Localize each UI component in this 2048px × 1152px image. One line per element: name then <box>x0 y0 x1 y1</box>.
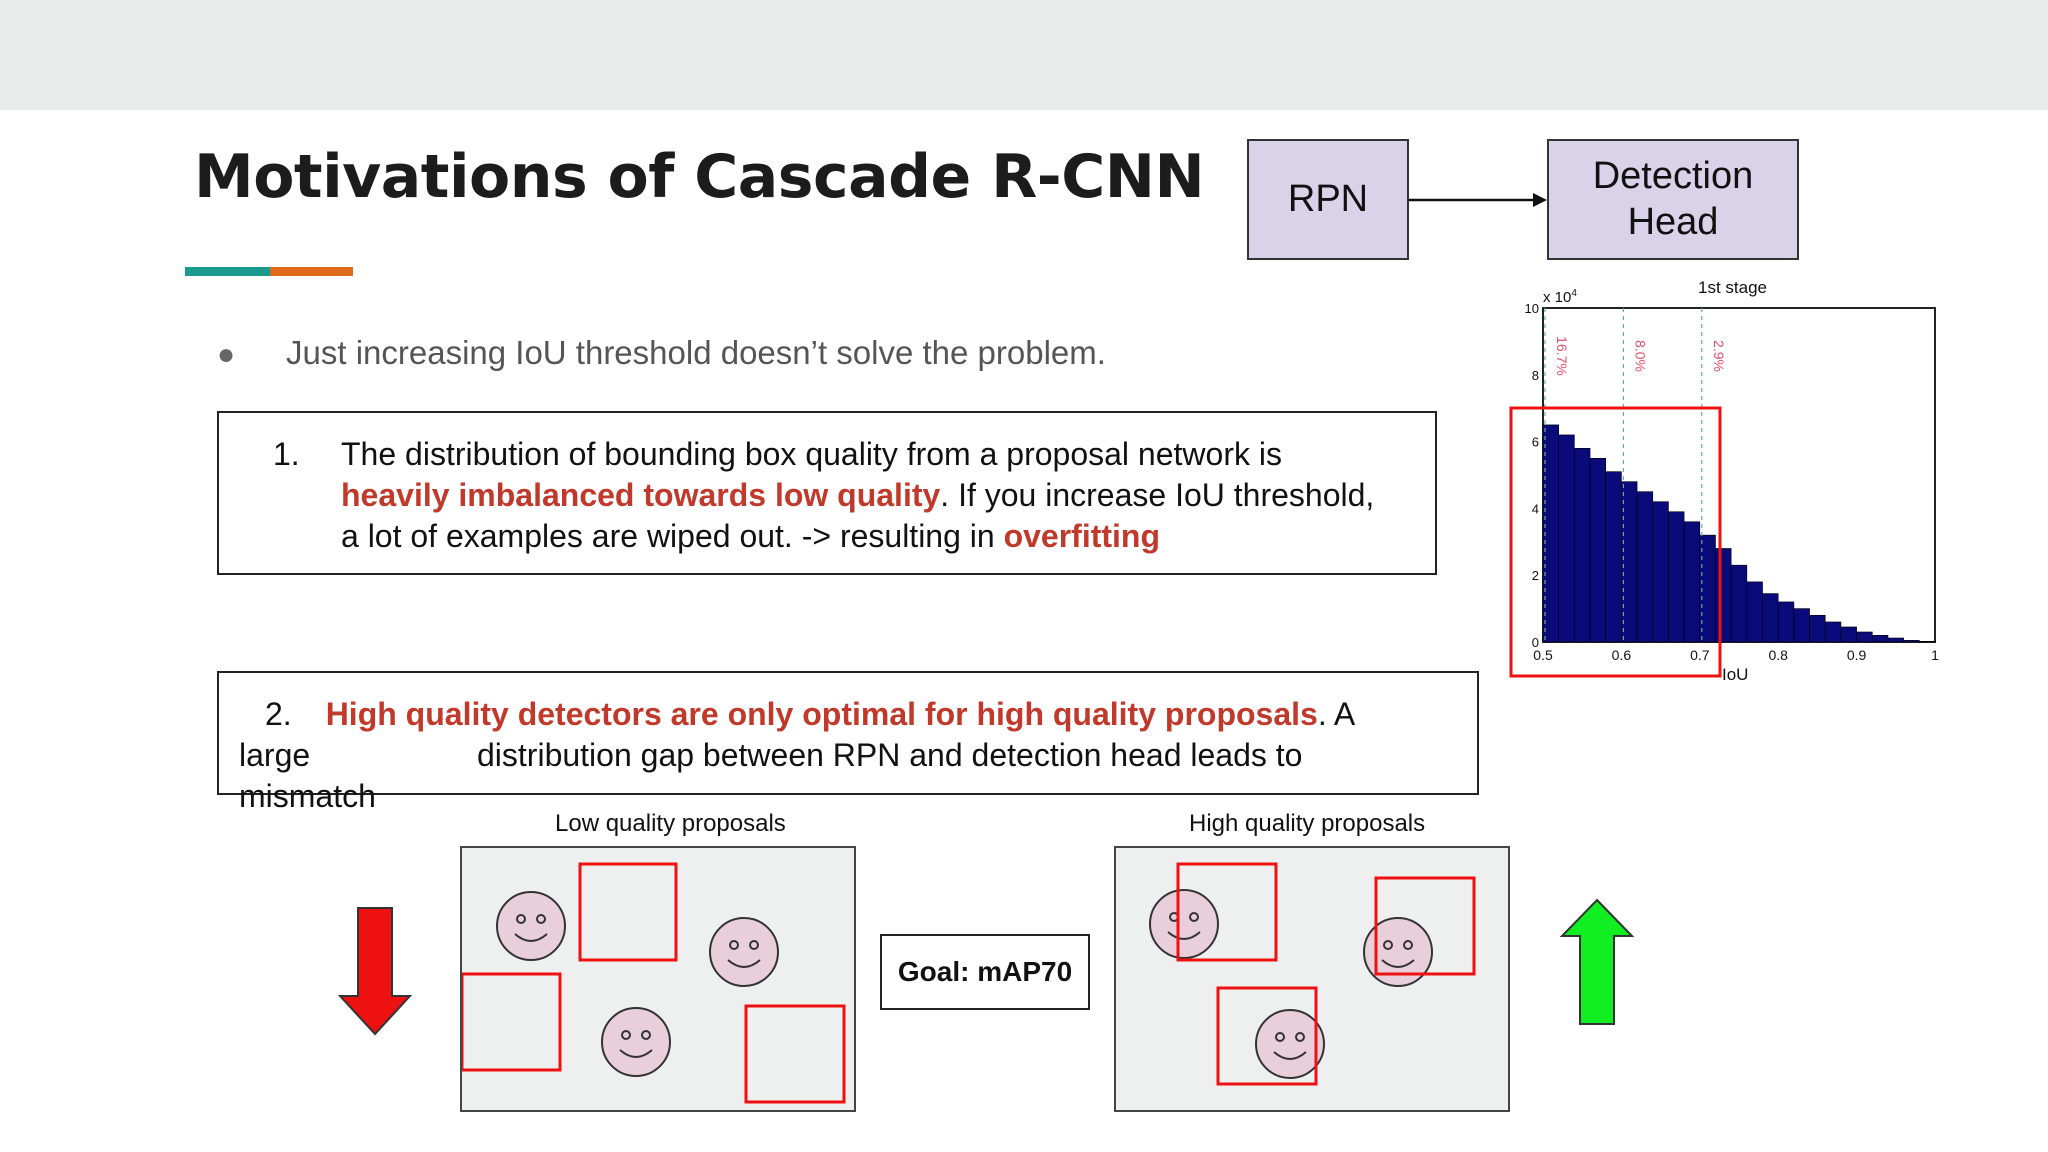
point-1-box <box>217 411 1437 575</box>
histogram-x-tick: 0.5 <box>1533 647 1553 663</box>
face-icon <box>709 917 779 987</box>
histogram-bar <box>1715 548 1732 643</box>
histogram-bar <box>1777 601 1795 643</box>
slide-title: Motivations of Cascade R-CNN <box>194 142 1205 212</box>
histogram-bar <box>1668 511 1685 643</box>
histogram-exponent-power: 4 <box>1571 288 1577 299</box>
histogram-bar <box>1558 434 1575 643</box>
point-1-number: 1. <box>273 436 300 472</box>
histogram-exponent-label: x 104 <box>1543 288 1577 306</box>
histogram-percent-label: 2.9% <box>1711 340 1727 372</box>
histogram-exponent-base: x 10 <box>1543 289 1571 306</box>
histogram-bar <box>1762 593 1779 643</box>
histogram-bar <box>1824 621 1842 643</box>
high-quality-scene <box>1149 862 1476 1086</box>
histogram-bar <box>1589 458 1607 643</box>
accent-bar-orange <box>270 267 353 276</box>
proposal-box <box>462 972 562 1072</box>
histogram-bar <box>1887 637 1904 643</box>
histogram-x-tick: 0.6 <box>1612 647 1632 663</box>
point-2-line-1-rest: . A <box>1317 696 1356 732</box>
point-1-highlight: heavily imbalanced towards low quality <box>341 477 941 513</box>
point-2-line-2: distribution gap between RPN and detecti… <box>477 737 1303 773</box>
low-quality-caption: Low quality proposals <box>555 810 786 837</box>
proposal-box <box>1176 862 1278 962</box>
face-icon <box>601 1007 671 1077</box>
histogram-bar <box>1746 581 1763 643</box>
face-icon <box>496 891 566 961</box>
low-iou-highlight-box <box>1509 406 1722 678</box>
histogram-bar <box>1919 641 1936 643</box>
bullet-text: Just increasing IoU threshold doesn’t so… <box>286 334 1106 371</box>
high-quality-caption: High quality proposals <box>1189 810 1426 837</box>
histogram-y-tick: 4 <box>1532 501 1539 516</box>
low-quality-panel <box>460 846 856 1112</box>
face-icon <box>1255 1009 1325 1079</box>
histogram-bar <box>1605 471 1622 643</box>
detection-head-label-1: Detection <box>1592 154 1754 197</box>
histogram-bar <box>1621 481 1638 643</box>
point-1-line-2: heavily imbalanced towards low quality. … <box>341 477 1374 514</box>
histogram-bar <box>1730 564 1748 643</box>
proposal-box <box>744 1004 846 1104</box>
proposal-box <box>1374 876 1476 976</box>
histogram-bar <box>1652 501 1669 643</box>
point-1-line-1: The distribution of bounding box quality… <box>341 436 1282 472</box>
point-2-highlight: High quality detectors are only optimal … <box>325 696 1318 732</box>
proposal-box <box>578 862 678 962</box>
histogram-bar <box>1903 640 1920 643</box>
histogram-y-tick: 8 <box>1532 368 1539 383</box>
point-1-line-2-rest: . If you increase IoU threshold, <box>940 477 1375 513</box>
rpn-box: RPN <box>1247 139 1409 260</box>
goal-box: Goal: mAP70 <box>880 934 1090 1010</box>
high-quality-panel <box>1114 846 1510 1112</box>
histogram-y-tick: 2 <box>1532 568 1539 583</box>
histogram-y-tick: 10 <box>1525 301 1539 316</box>
histogram-y-tick: 6 <box>1532 435 1539 450</box>
point-2-number: 2. <box>265 696 292 732</box>
face-icon <box>1149 889 1219 959</box>
rpn-to-head-arrow <box>1409 193 1547 207</box>
accent-bar-teal <box>185 267 270 276</box>
histogram-bar <box>1793 608 1810 643</box>
point-2-line-3: mismatch <box>239 778 376 814</box>
histogram-bar <box>1636 491 1654 643</box>
histogram-stage-label: 1st stage <box>1698 278 1767 297</box>
top-bar <box>0 0 2048 110</box>
rpn-label: RPN <box>1287 177 1369 220</box>
histogram-bar <box>1856 631 1873 643</box>
detection-head-label-2: Head <box>1627 200 1719 243</box>
point-1-line-3-text: a lot of examples are wiped out. -> resu… <box>341 518 1004 554</box>
histogram-y-tick: 0 <box>1532 635 1539 650</box>
point-2-line-1: 2. High quality detectors are only optima… <box>265 696 1355 733</box>
detection-head-box: Detection Head <box>1547 139 1799 260</box>
histogram-x-label: IoU <box>1722 665 1748 684</box>
point-2-box <box>217 671 1479 795</box>
histogram-x-tick: 0.7 <box>1690 647 1710 663</box>
histogram-x-tick: 0.9 <box>1847 647 1867 663</box>
histogram-percent-label: 16.7% <box>1554 336 1570 376</box>
histogram-bar <box>1871 635 1889 643</box>
point-1-line-3: a lot of examples are wiped out. -> resu… <box>341 518 1160 555</box>
histogram-x-tick: 0.8 <box>1768 647 1788 663</box>
point-2-word-large: large <box>239 737 311 773</box>
histogram-bar <box>1574 447 1591 643</box>
bullet-icon: ● <box>217 338 236 371</box>
low-quality-scene <box>462 862 846 1104</box>
proposal-box <box>1216 986 1318 1086</box>
histogram-bar <box>1840 626 1857 643</box>
histogram-x-tick: 1 <box>1931 647 1939 663</box>
histogram-percent-label: 8.0% <box>1632 340 1648 372</box>
point-1-overfitting: overfitting <box>1003 518 1161 554</box>
face-icon <box>1363 917 1433 987</box>
histogram-bar <box>1683 521 1701 643</box>
arrow-down-icon <box>338 907 412 1036</box>
arrow-up-icon <box>1560 898 1634 1025</box>
histogram-bar <box>1809 614 1826 643</box>
